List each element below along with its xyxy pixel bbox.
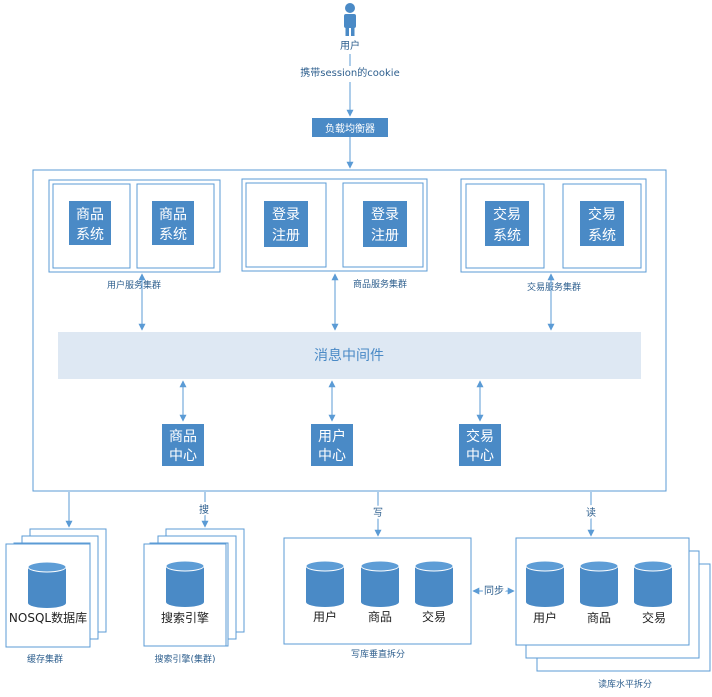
write-db-caption: 写库垂直拆分 [351, 648, 405, 660]
center-box [311, 424, 353, 466]
user-icon [344, 3, 356, 36]
write-db-item: 用户 [313, 609, 337, 624]
service-box [580, 201, 624, 246]
database-icon [633, 560, 673, 607]
database-icon [525, 560, 565, 607]
center-box [459, 424, 501, 466]
user-label: 用户 [340, 39, 360, 52]
write-arrow-label: 写 [373, 507, 383, 519]
center-line1: 商品 [169, 429, 197, 445]
flow-label: 携带session的cookie [300, 66, 399, 79]
cluster-label: 交易服务集群 [527, 281, 581, 293]
read-db-item: 交易 [642, 610, 666, 625]
service-box [152, 201, 194, 245]
search-arrow-label: 搜 [199, 503, 209, 516]
service-box-line1: 登录 [371, 207, 399, 223]
write-db-item: 交易 [422, 609, 446, 624]
read-db-item: 用户 [533, 610, 557, 625]
service-box-line1: 商品 [159, 207, 187, 223]
service-box [363, 201, 407, 247]
database-icon [305, 560, 345, 607]
center-line1: 交易 [466, 428, 494, 445]
message-middleware-bar [58, 332, 641, 379]
read-db-item: 商品 [587, 610, 611, 625]
center-line2: 中心 [318, 448, 346, 464]
service-box [264, 201, 308, 247]
service-box-line2: 系统 [76, 227, 104, 243]
write-db-item: 商品 [368, 609, 392, 624]
database-icon [27, 561, 67, 608]
sync-label: 同步 [484, 585, 504, 597]
service-box-line1: 登录 [272, 207, 300, 223]
service-box-line2: 系统 [493, 228, 521, 244]
service-box [485, 201, 529, 246]
nosql-name: NOSQL数据库 [9, 610, 87, 625]
center-line2: 中心 [169, 448, 197, 464]
search-name: 搜索引擎 [161, 610, 209, 625]
read-db-caption: 读库水平拆分 [598, 678, 652, 690]
service-box-line2: 系统 [159, 227, 187, 243]
service-box-line2: 系统 [588, 228, 616, 244]
read-arrow-label: 读 [586, 506, 596, 519]
service-box-line1: 商品 [76, 207, 104, 223]
service-box-line1: 交易 [588, 206, 616, 223]
search-caption: 搜索引擎(集群) [154, 653, 215, 665]
service-box [69, 201, 111, 245]
database-icon [579, 560, 619, 607]
cluster-label: 商品服务集群 [353, 278, 407, 290]
database-icon [360, 560, 400, 607]
service-box-line2: 注册 [371, 228, 399, 244]
database-icon [414, 560, 454, 607]
service-box-line2: 注册 [272, 228, 300, 244]
load-balancer-box [312, 118, 388, 137]
center-line1: 用户 [318, 428, 346, 445]
cluster-label: 用户服务集群 [107, 279, 161, 291]
database-icon [165, 560, 205, 607]
center-box [162, 424, 204, 466]
nosql-caption: 缓存集群 [27, 653, 63, 665]
message-middleware-label: 消息中间件 [314, 347, 384, 364]
load-balancer-label: 负载均衡器 [325, 122, 375, 135]
center-line2: 中心 [466, 448, 494, 464]
service-box-line1: 交易 [493, 206, 521, 223]
